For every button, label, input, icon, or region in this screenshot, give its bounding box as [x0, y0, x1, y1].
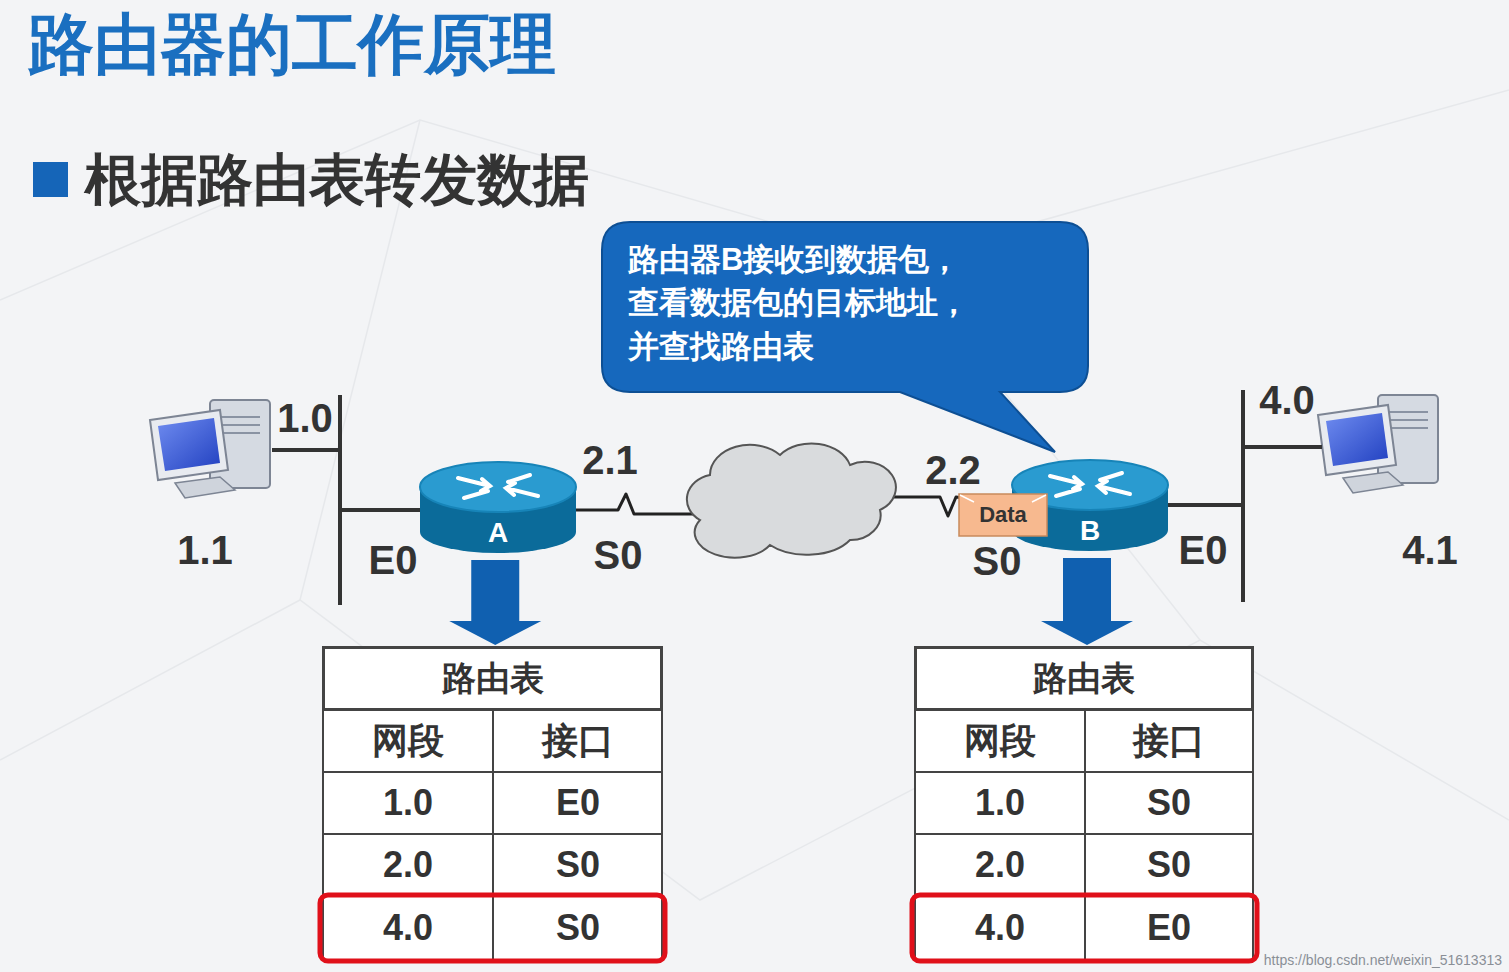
table-cell: 1.0 [383, 783, 433, 823]
subtitle: 根据路由表转发数据 [85, 149, 589, 211]
data-packet: Data [958, 493, 1048, 537]
table-cell: 接口 [542, 721, 614, 761]
table-cell: 1.0 [975, 783, 1025, 823]
table-title: 路由表 [323, 647, 662, 710]
network-label: E0 [1179, 528, 1228, 572]
table-cell: S0 [1147, 783, 1191, 823]
router-arrows [458, 475, 538, 498]
table-cell: 网段 [372, 721, 444, 761]
network-label: 4.0 [1259, 378, 1315, 422]
table-cell: E0 [556, 783, 600, 823]
router-icon: A [418, 460, 578, 555]
highlight-box [320, 895, 1257, 961]
router-icon-text: A [488, 517, 508, 549]
table-cell: S0 [556, 845, 600, 885]
routing-table-grid [323, 647, 1253, 960]
table-cell: 2.0 [383, 845, 433, 885]
envelope-flap [960, 495, 1046, 502]
router-arrows [1050, 473, 1130, 496]
table-title: 路由表 [915, 647, 1253, 710]
network-label: 1.0 [277, 396, 333, 440]
lookup-arrow [449, 560, 541, 645]
table-title-text: 路由表 [1033, 659, 1135, 698]
router-icon-text: B [1080, 515, 1100, 547]
network-label: 2.2 [925, 448, 981, 492]
computer-icon [1318, 395, 1438, 493]
envelope-shape [959, 494, 1047, 536]
table-cell: S0 [1147, 845, 1191, 885]
table-cell: 4.0 [383, 908, 433, 948]
callout-bubble-text: 路由器B接收到数据包， 查看数据包的目标地址， 并查找路由表 [628, 238, 1062, 368]
table-title-text: 路由表 [442, 659, 544, 698]
callout-bubble: 路由器B接收到数据包， 查看数据包的目标地址， 并查找路由表 [600, 220, 1090, 460]
table-cell: 2.0 [975, 845, 1025, 885]
network-label: 1.1 [177, 528, 233, 572]
data-packet-text: Data [979, 502, 1027, 527]
computer-icon [150, 400, 270, 498]
network-label: 2.1 [582, 438, 638, 482]
page-title: 路由器的工作原理 [28, 8, 556, 81]
watermark: https://blog.csdn.net/weixin_51613313 [1264, 953, 1502, 968]
network-label: E0 [369, 538, 418, 582]
bullet-square [33, 162, 68, 197]
network-label: 4.1 [1402, 528, 1458, 572]
table-cell: S0 [556, 908, 600, 948]
background-lines [0, 90, 1509, 900]
router-top [420, 462, 576, 512]
callout-shape [602, 222, 1088, 452]
table-cell: 接口 [1133, 721, 1205, 761]
table-cell: 4.0 [975, 908, 1025, 948]
table-cell: E0 [1147, 908, 1191, 948]
lookup-arrow [1041, 558, 1133, 645]
wan-cloud [687, 443, 896, 557]
network-label: S0 [594, 533, 643, 577]
table-cell: 网段 [964, 721, 1036, 761]
ethernet-wire [272, 390, 1322, 605]
network-label: S0 [973, 539, 1022, 583]
